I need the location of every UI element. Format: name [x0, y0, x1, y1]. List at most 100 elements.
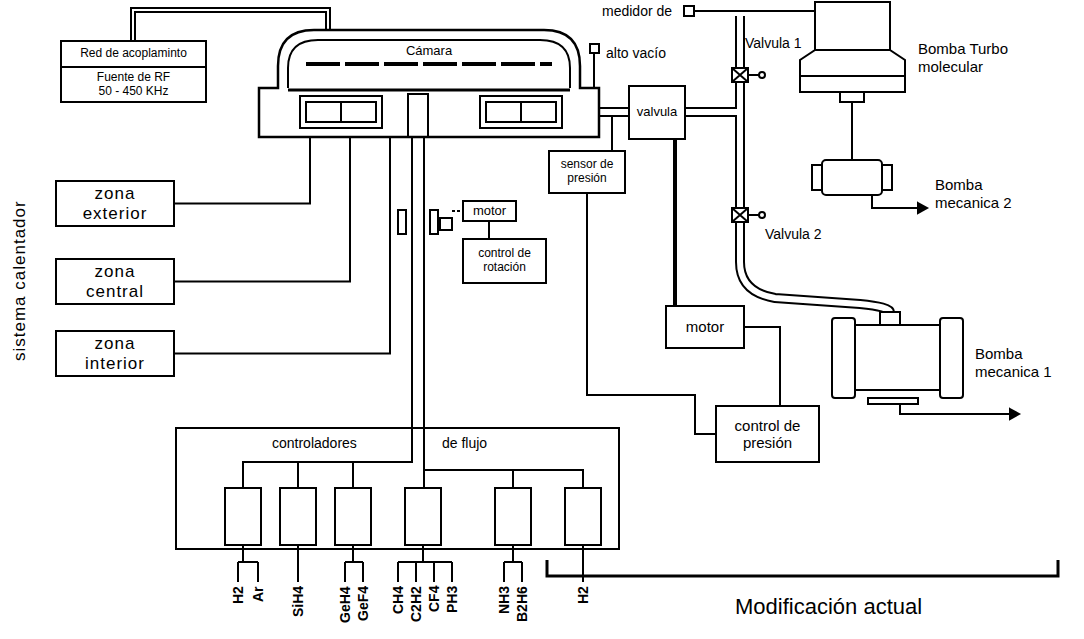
rotation-coupling: [430, 210, 438, 234]
flow-controller-lines: [335, 488, 371, 545]
pump-pipe: [686, 107, 745, 117]
sensor-box: sensor de presión: [548, 150, 626, 194]
mechanical-pump-2: [812, 165, 822, 190]
gas-wires: [345, 545, 363, 582]
valve-symbol: [732, 68, 759, 82]
valve-label: Valvula 1: [745, 35, 802, 52]
chamber-part: [300, 96, 382, 128]
pump-pipe: [740, 16, 890, 312]
node-subtext: de flujo: [442, 435, 487, 451]
gas-label: GeF4: [355, 586, 371, 621]
gas-label: C2H2: [408, 586, 424, 622]
flow-controller-lines: [495, 488, 531, 545]
pump-label: Bomba Turbo molecular: [918, 40, 1018, 76]
mechanical-pump-1: [900, 404, 1010, 414]
gas-label: CH4: [390, 586, 406, 614]
node-text: controladores: [272, 435, 357, 451]
gas-wires: [504, 545, 522, 582]
mechanical-pump-2: [872, 195, 918, 208]
pump-pipe: [686, 109, 741, 115]
mechanical-pump-1: [855, 325, 940, 390]
node-text: sensor de presión: [550, 156, 624, 188]
vacuum-gauge: [590, 44, 599, 53]
gas-wires: [238, 545, 583, 582]
pump-label: Bomba mecanica 1: [975, 345, 1070, 381]
control-box: control de rotación: [462, 238, 547, 284]
connector: [673, 140, 677, 305]
node-text: control de presión: [717, 415, 818, 454]
rotation-coupling: [440, 218, 452, 230]
vacuum-gauge: [684, 6, 694, 16]
gauge-label: medidor de: [602, 3, 672, 20]
node-text: Cámara: [258, 44, 600, 59]
heater-zone-box: zona interior: [55, 330, 175, 377]
gauge-label: alto vacío: [606, 45, 666, 62]
gas-label: SiH4: [290, 586, 306, 617]
gas-label: Ar: [250, 586, 266, 602]
mechanical-pump-1: [1010, 409, 1019, 419]
node-text: motor: [464, 204, 515, 219]
gas-label: GeH4: [337, 586, 353, 623]
control-box: control de presión: [715, 405, 820, 463]
motor-box: motor: [462, 200, 517, 222]
mechanical-pump-2: [918, 203, 927, 213]
pump-pipe: [740, 16, 890, 312]
flow-controller-lines: [225, 488, 261, 545]
turbo-pump: [851, 102, 853, 160]
gas-wires: [398, 545, 452, 582]
node-text: zona central: [57, 260, 173, 303]
connector: [175, 138, 390, 354]
group-label: sistema calentador: [10, 200, 30, 361]
flow-controller-lines: [405, 488, 441, 545]
connector-group: [133, 10, 780, 434]
motor-box: motor: [665, 305, 745, 349]
valve-symbol: [732, 68, 765, 222]
bracket: [547, 560, 1058, 576]
heater-zone-box: zona exterior: [55, 180, 175, 227]
valve-label: Valvula 2: [765, 226, 822, 243]
mechanical-pump-2: [812, 160, 927, 213]
mechanical-pump-1: [868, 398, 918, 404]
chamber-part: [259, 30, 599, 137]
chamber-part: [480, 96, 562, 128]
rotation-coupling: [452, 210, 462, 212]
illustration: [225, 2, 1058, 582]
chamber: Cámara: [258, 28, 600, 138]
bracket-label: Modificación actual: [735, 594, 922, 620]
gas-label: H2: [575, 586, 591, 604]
mechanical-pump-1: [940, 318, 963, 398]
flow-controller-box: controladores de flujo: [175, 427, 620, 550]
chamber-part: [306, 62, 552, 66]
mechanical-pump-2: [882, 165, 892, 190]
connector: [411, 138, 425, 427]
node-subtext: Fuente de RF 50 - 450 KHz: [62, 66, 205, 102]
gas-wires: [297, 545, 299, 582]
turbo-pump: [800, 2, 905, 160]
connector: [488, 222, 490, 238]
connector: [175, 138, 350, 282]
valve-symbol: [759, 212, 765, 218]
mechanical-pump-2: [822, 160, 882, 195]
gas-label: CF4: [426, 586, 442, 612]
chamber-part: [288, 89, 570, 92]
chamber-part: [408, 94, 428, 137]
node-text: Red de acoplaminto: [62, 42, 205, 66]
rotation-coupling: [398, 210, 406, 234]
connector-inner: [600, 109, 628, 115]
vacuum-gauge: [593, 53, 595, 88]
gas-label: B2H6: [514, 586, 530, 622]
pump-label: Bomba mecanica 2: [935, 176, 1025, 212]
rf-source-box: Red de acoplamintoFuente de RF 50 - 450 …: [60, 40, 207, 103]
turbo-pump: [800, 2, 905, 92]
mechanical-pump-1: [832, 318, 855, 398]
flow-controller-lines: [280, 488, 316, 545]
gas-label: PH3: [444, 586, 460, 613]
node-text: zona interior: [57, 332, 173, 375]
valve-symbol: [732, 208, 759, 222]
connector: [600, 107, 628, 117]
valve-symbol: [759, 72, 765, 78]
turbo-pump: [840, 92, 864, 102]
vacuum-gauge: [694, 10, 815, 12]
